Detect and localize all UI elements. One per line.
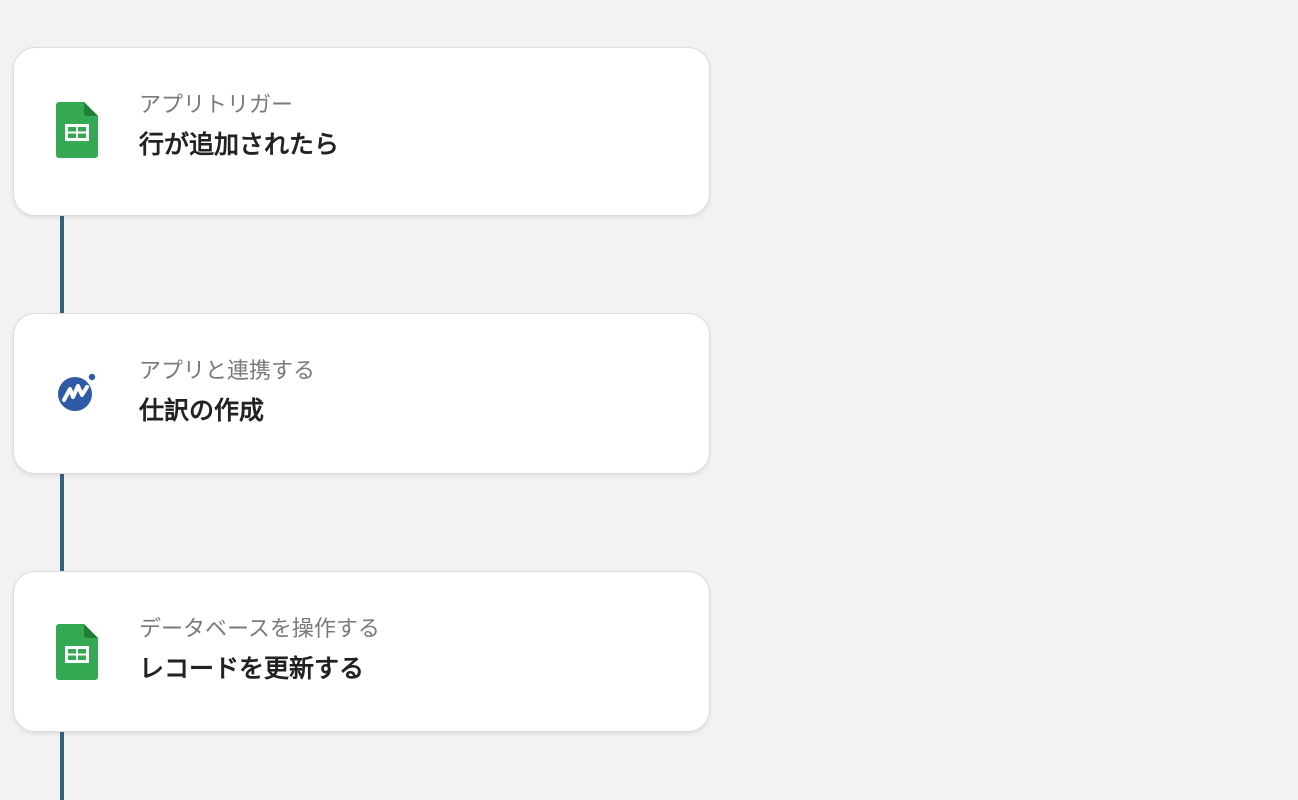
step-title: 行が追加されたら: [139, 130, 340, 159]
google-sheets-icon: [54, 100, 100, 160]
step-subtitle: データベースを操作する: [139, 617, 380, 642]
flow-connector: [60, 214, 64, 316]
step-subtitle: アプリと連携する: [139, 359, 316, 384]
step-title: レコードを更新する: [139, 654, 365, 683]
moneyforward-icon: [54, 362, 100, 422]
flow-step-trigger-card[interactable]: アプリトリガー 行が追加されたら: [13, 47, 710, 216]
flow-step-app-card[interactable]: アプリと連携する 仕訳の作成: [13, 313, 710, 474]
flow-step-database-card[interactable]: データベースを操作する レコードを更新する: [13, 571, 710, 732]
flow-connector: [60, 730, 64, 800]
step-subtitle: アプリトリガー: [139, 93, 294, 118]
step-title: 仕訳の作成: [139, 396, 265, 425]
flow-connector: [60, 472, 64, 574]
google-sheets-icon: [54, 622, 100, 682]
